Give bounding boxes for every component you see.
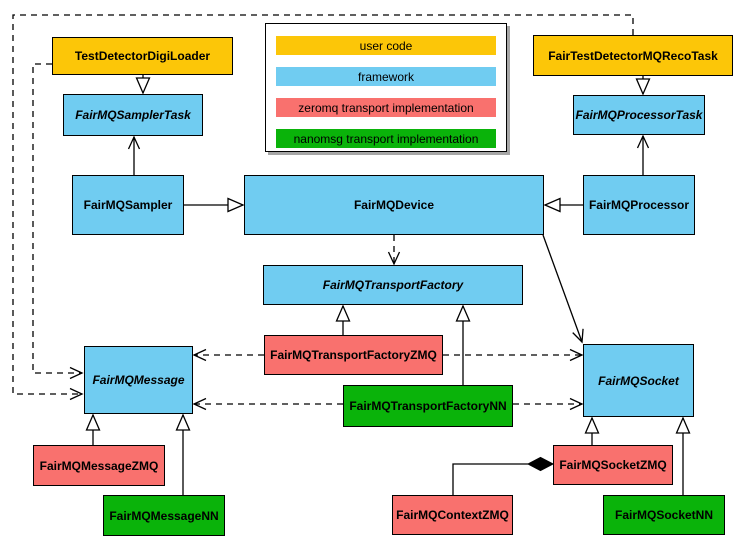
legend-label: user code xyxy=(359,38,413,53)
legend-item-user-code: user code xyxy=(276,36,496,55)
class-box-fairmqsocket: FairMQSocket xyxy=(583,344,694,417)
class-label: TestDetectorDigiLoader xyxy=(74,49,211,63)
class-label: FairMQTransportFactory xyxy=(322,278,464,292)
class-box-fairmqtransportfactoryzmq: FairMQTransportFactoryZMQ xyxy=(264,335,443,375)
legend-label: nanomsg transport implementation xyxy=(293,131,479,146)
class-label: FairTestDetectorMQRecoTask xyxy=(548,48,718,63)
legend-label: framework xyxy=(357,69,414,84)
class-box-fairmqsocketnn: FairMQSocketNN xyxy=(603,495,725,535)
class-label: FairMQMessage xyxy=(92,373,185,387)
class-label: FairMQMessageZMQ xyxy=(39,458,159,473)
class-label: FairMQContextZMQ xyxy=(396,508,509,522)
class-box-fairmqmessagenn: FairMQMessageNN xyxy=(103,495,225,536)
edge-composition-socketzmq-contextzmq xyxy=(452,456,555,495)
class-box-testdetectordigiloader: TestDetectorDigiLoader xyxy=(52,37,233,75)
class-box-fairmqtransportfactory: FairMQTransportFactory xyxy=(263,265,523,305)
class-box-fairmqprocessortask: FairMQProcessorTask xyxy=(573,95,705,135)
class-box-fairmqdevice: FairMQDevice xyxy=(244,175,544,235)
class-box-fairmqsampler: FairMQSampler xyxy=(72,175,184,235)
legend-item-zeromq: zeromq transport implementation xyxy=(276,98,496,117)
class-label: FairMQTransportFactoryNN xyxy=(349,399,507,413)
class-label: FairMQProcessorTask xyxy=(575,108,703,122)
class-box-fairmqmessage: FairMQMessage xyxy=(84,346,193,414)
legend: user code framework zeromq transport imp… xyxy=(265,23,507,152)
legend-item-nanomsg: nanomsg transport implementation xyxy=(276,129,496,148)
class-label: FairMQTransportFactoryZMQ xyxy=(270,348,437,362)
class-label: FairMQSocketNN xyxy=(614,508,714,522)
class-box-fairmqmessagezmq: FairMQMessageZMQ xyxy=(33,445,165,486)
class-box-fairmqtransportfactorynn: FairMQTransportFactoryNN xyxy=(343,385,513,427)
legend-item-framework: framework xyxy=(276,67,496,86)
class-label: FairMQSocketZMQ xyxy=(559,458,667,472)
class-box-fairmqsamplertask: FairMQSamplerTask xyxy=(63,94,203,136)
class-label: FairMQProcessor xyxy=(588,198,690,212)
class-box-fairmqcontextzmq: FairMQContextZMQ xyxy=(392,495,513,535)
edge-association-device-to-socket xyxy=(542,234,584,344)
edge-dependency-digiloader-to-message xyxy=(32,63,84,380)
class-label: FairMQSampler xyxy=(83,198,173,212)
edge-dependency-recotask-to-message xyxy=(12,14,634,401)
class-label: FairMQMessageNN xyxy=(109,508,219,523)
class-label: FairMQSamplerTask xyxy=(75,108,191,122)
class-box-fairmqprocessor: FairMQProcessor xyxy=(583,175,695,235)
class-label: FairMQSocket xyxy=(598,373,679,388)
class-box-fairmqsocketzmq: FairMQSocketZMQ xyxy=(553,445,673,485)
class-box-fairtestdetectormqrecotask: FairTestDetectorMQRecoTask xyxy=(533,35,733,76)
legend-label: zeromq transport implementation xyxy=(298,100,474,115)
class-label: FairMQDevice xyxy=(353,198,435,212)
